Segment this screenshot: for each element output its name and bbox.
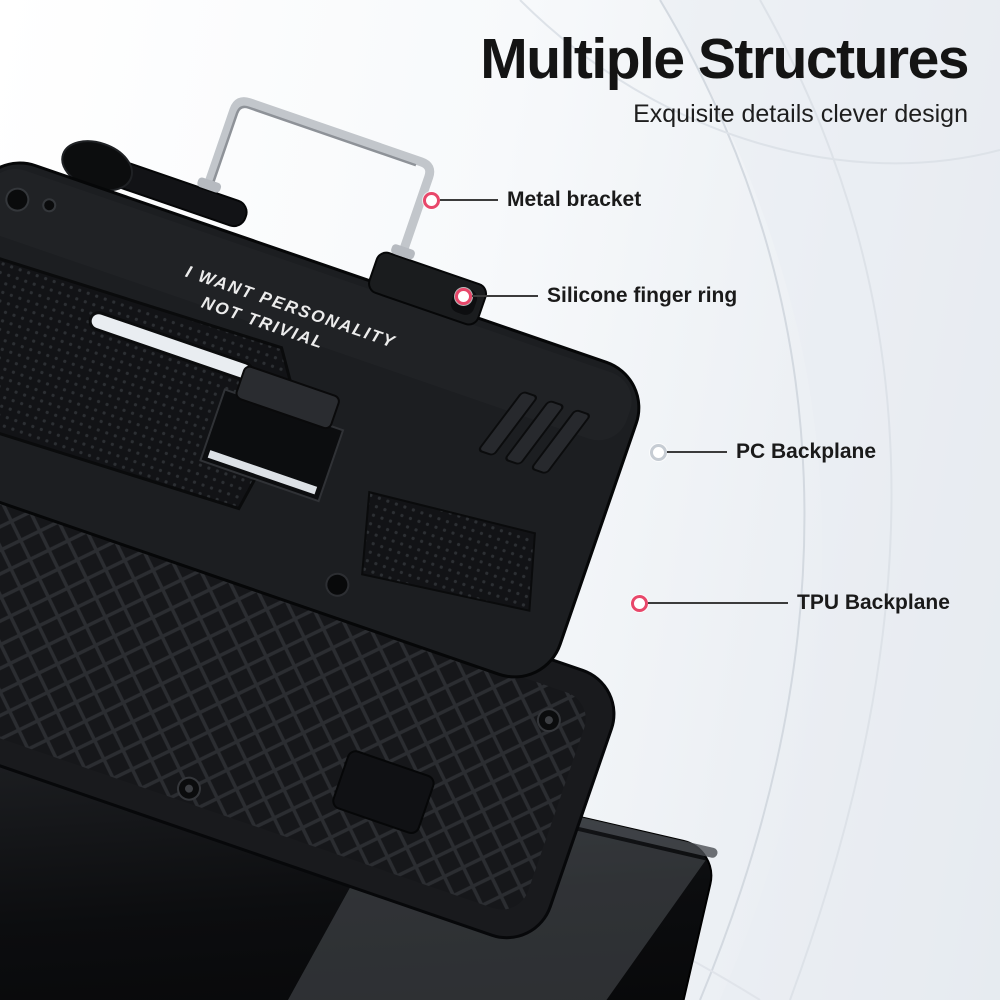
callout-label: PC Backplane bbox=[736, 440, 877, 463]
bottom-hole bbox=[325, 572, 350, 597]
callout-dot-icon bbox=[455, 287, 472, 305]
swoosh-band bbox=[660, 0, 1000, 1000]
callout-dot-icon bbox=[423, 191, 440, 209]
callout-silicone-finger-ring: Silicone finger ring bbox=[455, 284, 737, 308]
kickstand-arm bbox=[61, 140, 248, 228]
headline-block: Multiple Structures Exquisite details cl… bbox=[480, 27, 969, 129]
case-top-bevel bbox=[0, 168, 632, 441]
callout-label: TPU Backplane bbox=[797, 591, 950, 614]
swoosh-line bbox=[519, 0, 1000, 165]
kickstand-window-gap bbox=[207, 450, 318, 495]
callout-tpu-backplane: TPU Backplane bbox=[631, 591, 950, 615]
callout-line bbox=[472, 295, 538, 297]
metal-bracket bbox=[197, 97, 435, 260]
callout-dot-icon bbox=[650, 443, 667, 461]
callout-line bbox=[648, 602, 788, 604]
swoosh-line bbox=[759, 0, 893, 1000]
tpu-screw-posts bbox=[176, 708, 561, 801]
callout-label: Silicone finger ring bbox=[547, 284, 738, 307]
page-subtitle: Exquisite details clever design bbox=[633, 99, 968, 128]
bracket-foot bbox=[391, 244, 415, 260]
callout-line bbox=[440, 199, 498, 201]
texture-panel-right bbox=[361, 490, 536, 612]
bracket-wire-shade bbox=[212, 105, 417, 182]
tpu-button-block bbox=[332, 750, 435, 835]
kickstand-foot bbox=[235, 365, 340, 430]
tpu-layer bbox=[0, 435, 616, 940]
callout-pc-backplane: PC Backplane bbox=[650, 440, 876, 464]
callout-line bbox=[667, 451, 727, 453]
pc-backplane: I WANT PERSONALITY NOT TRIVIAL bbox=[0, 161, 641, 679]
bracket-foot bbox=[197, 177, 222, 193]
bracket-wire bbox=[204, 97, 435, 256]
grip-ridges bbox=[478, 391, 590, 474]
callout-label: Metal bracket bbox=[507, 188, 642, 211]
page-title: Multiple Structures bbox=[480, 27, 969, 91]
callout-dot-icon bbox=[631, 594, 648, 612]
swoosh-line bbox=[659, 0, 806, 1000]
callout-metal-bracket: Metal bracket bbox=[423, 188, 641, 212]
flash-hole bbox=[42, 198, 57, 213]
camera-hole bbox=[5, 187, 30, 212]
